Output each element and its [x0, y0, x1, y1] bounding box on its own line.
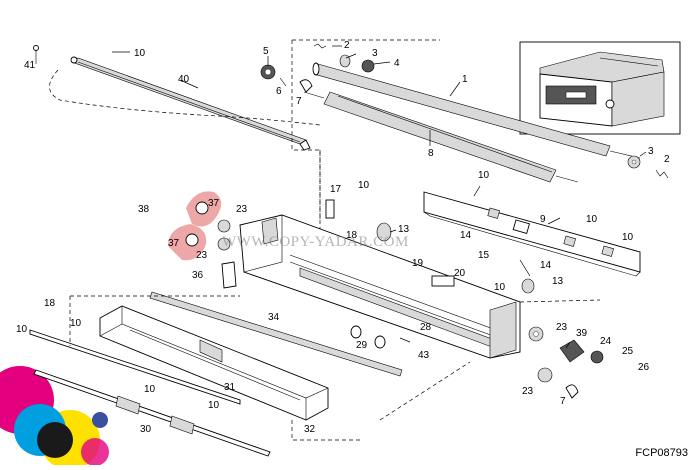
part-gear-25 [590, 350, 604, 364]
callout-43: 43 [418, 350, 430, 361]
callout-14: 14 [460, 230, 472, 241]
callout-31: 31 [224, 382, 236, 393]
callout-37: 37 [208, 198, 220, 209]
part-shaft-34 [149, 291, 403, 377]
callout-10-g: 10 [16, 324, 28, 335]
part-bracket-20 [431, 275, 455, 287]
callout-15: 15 [478, 250, 490, 261]
part-roller-30 [33, 369, 271, 457]
callout-23-c: 23 [556, 322, 568, 333]
callout-13: 13 [398, 224, 410, 235]
shaft-34-body [149, 291, 403, 377]
callout-4: 4 [394, 58, 400, 69]
callout-10-i: 10 [144, 384, 156, 395]
callout-10-h: 10 [70, 318, 82, 329]
callout-7: 7 [296, 96, 302, 107]
callout-5: 5 [263, 46, 269, 57]
part-bushing-23-left [217, 219, 231, 251]
callout-10: 10 [134, 48, 146, 59]
callout-38: 38 [138, 204, 150, 215]
part-screw-6 [279, 77, 287, 87]
callout-6: 6 [276, 86, 282, 97]
part-sensor-17 [325, 199, 335, 219]
part-gear-4 [361, 59, 375, 73]
callout-28: 28 [420, 322, 432, 333]
callout-41: 41 [24, 60, 36, 71]
callout-18-b: 18 [44, 298, 56, 309]
callout-30: 30 [140, 424, 152, 435]
part-gear-5 [260, 64, 276, 80]
callout-2-right: 2 [664, 154, 670, 165]
callout-3: 3 [372, 48, 378, 59]
callout-24: 24 [600, 336, 612, 347]
part-spring-2-right [655, 169, 669, 179]
logo-black-circle [37, 422, 73, 458]
part-lever-36 [221, 261, 237, 289]
part-bracket-9 [423, 191, 641, 277]
callout-23-d: 23 [522, 386, 534, 397]
callout-10-d: 10 [586, 214, 598, 225]
callout-9: 9 [540, 214, 546, 225]
callout-3-right: 3 [648, 146, 654, 157]
callout-10-e: 10 [622, 232, 634, 243]
callout-37-b: 37 [168, 238, 180, 249]
part-tray-32 [99, 305, 329, 421]
highlighted-parts-37 [168, 191, 222, 261]
callout-26: 26 [638, 362, 650, 373]
callout-2: 2 [344, 40, 350, 51]
callout-14-b: 14 [540, 260, 552, 271]
figure-code: FCP08793 [635, 447, 688, 459]
callout-18: 18 [346, 230, 358, 241]
cable-dashed-40 [49, 69, 321, 126]
logo-blue-dot [92, 412, 108, 428]
callout-40: 40 [178, 74, 190, 85]
leader-lines [112, 45, 647, 349]
part-roller-1 [312, 62, 641, 159]
part-bushing-3-top [339, 54, 351, 68]
callout-34: 34 [268, 312, 280, 323]
callout-39: 39 [576, 328, 588, 339]
corner-logo [0, 366, 109, 470]
callout-10-c: 10 [358, 180, 370, 191]
part-roller-13b [521, 278, 535, 294]
watermark-text: WWW.COPY-YADAR.COM [222, 234, 409, 250]
part-clip-7-lower [565, 384, 579, 399]
callout-25: 25 [622, 346, 634, 357]
inset-printer-side [611, 71, 665, 127]
printer-inset [519, 41, 681, 135]
part-spring-2-top [313, 43, 327, 49]
logo-pink-circle [81, 438, 109, 466]
callout-36: 36 [192, 270, 204, 281]
callout-23: 23 [236, 204, 248, 215]
part-bushing-29 [350, 325, 386, 349]
callout-13-b: 13 [552, 276, 564, 287]
callout-29: 29 [356, 340, 368, 351]
callout-10-f: 10 [494, 282, 506, 293]
part-bracket-24 [559, 339, 585, 363]
callout-20: 20 [454, 268, 466, 279]
part-clip-7-top [299, 79, 313, 93]
roller-8-body [323, 91, 557, 183]
part-frame-28 [239, 214, 521, 359]
part-shaft-31 [29, 329, 241, 405]
callout-32: 32 [304, 424, 316, 435]
callout-7-b: 7 [560, 396, 566, 407]
part-bushing-23-lower [537, 367, 553, 383]
part-bushing-23-right [528, 326, 544, 342]
callout-8: 8 [428, 148, 434, 159]
callout-1: 1 [462, 74, 468, 85]
part-roller-8 [303, 91, 579, 183]
bracket-9-body [423, 191, 641, 273]
shaft-31-body [29, 329, 241, 405]
callout-10-b: 10 [478, 170, 490, 181]
callout-19: 19 [412, 258, 424, 269]
callout-10-j: 10 [208, 400, 220, 411]
part-bar-40 [33, 45, 321, 151]
callout-17: 17 [330, 184, 342, 195]
callout-labels: 10 41 40 5 2 3 4 6 7 1 8 3 2 10 17 10 9 … [16, 40, 670, 435]
callout-23-b: 23 [196, 250, 208, 261]
part-bushing-3-right [627, 155, 641, 169]
